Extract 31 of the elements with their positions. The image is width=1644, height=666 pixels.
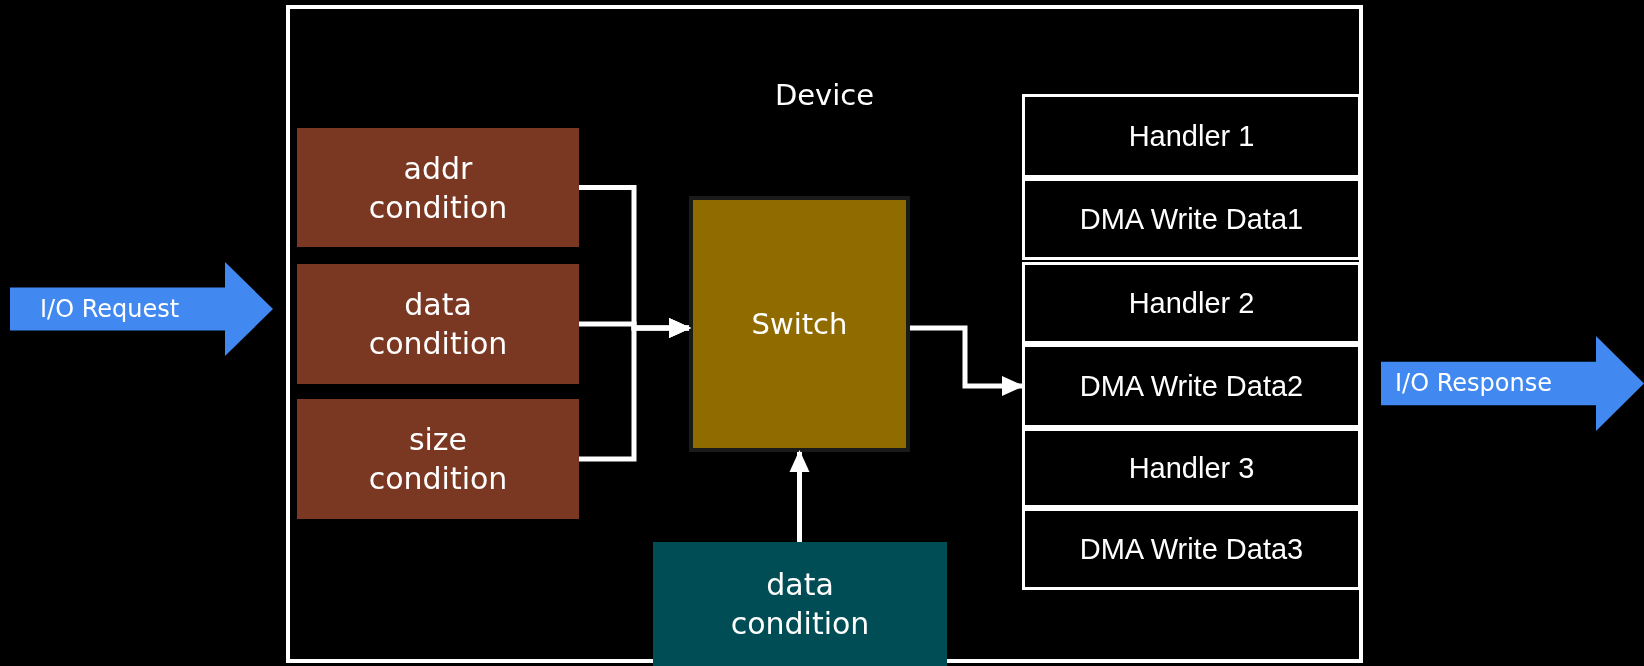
condition-box xyxy=(297,128,579,247)
node-label: size condition xyxy=(367,421,509,498)
handler-box xyxy=(1022,428,1361,508)
arrow xyxy=(910,325,1024,396)
handler-box xyxy=(1022,94,1361,178)
node-label: I/O Response xyxy=(1395,370,1552,397)
switch-box xyxy=(689,196,910,452)
node-label: Handler 1 xyxy=(1128,119,1255,153)
node-label: Device xyxy=(774,79,875,112)
block-arrow xyxy=(10,262,273,356)
node-label: data condition xyxy=(367,286,509,363)
node-label: data condition xyxy=(729,566,871,643)
node-label: I/O Request xyxy=(40,295,180,323)
node-label: Switch xyxy=(751,307,848,341)
block-arrow xyxy=(1381,336,1644,431)
node-label: DMA Write Data2 xyxy=(1079,369,1304,403)
node-label: DMA Write Data3 xyxy=(1079,532,1304,566)
node-label: addr condition xyxy=(367,149,509,227)
node-label: Handler 3 xyxy=(1128,451,1255,485)
arrow xyxy=(579,318,691,462)
handler-box xyxy=(1022,344,1361,428)
condition-box xyxy=(653,542,947,666)
handler-box xyxy=(1022,262,1361,344)
condition-box xyxy=(297,399,579,519)
arrow xyxy=(789,450,810,542)
node-label: Handler 2 xyxy=(1128,286,1255,320)
handler-box xyxy=(1022,178,1361,260)
handler-box xyxy=(1022,508,1361,590)
device-box xyxy=(286,5,1363,663)
node-label: DMA Write Data1 xyxy=(1079,202,1304,236)
condition-box xyxy=(297,264,579,384)
